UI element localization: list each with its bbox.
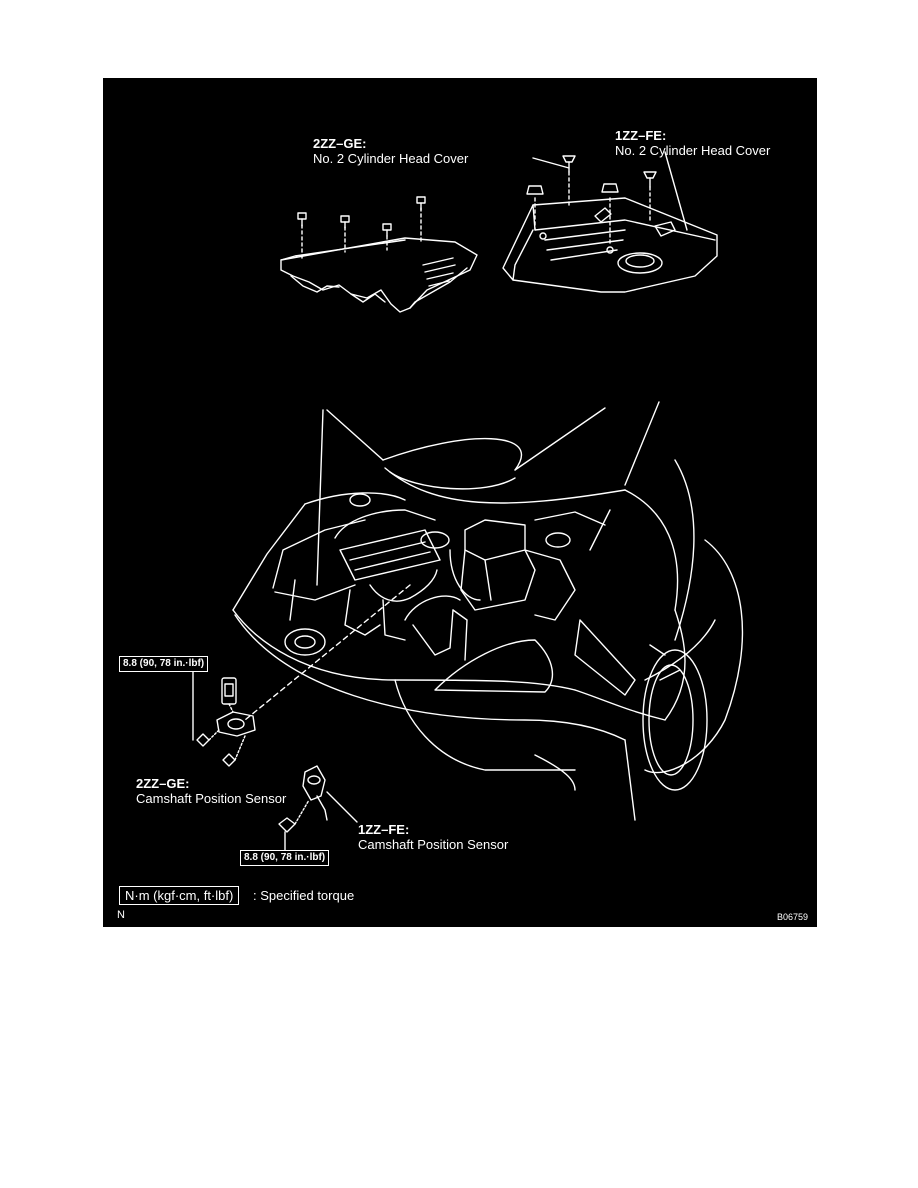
cam-sensor-2zz-code: 2ZZ–GE: [136, 776, 190, 791]
legend-description: : Specified torque [253, 888, 355, 903]
cam-sensor-1zz-drawing [278, 765, 358, 851]
head-cover-2zz-label: 2ZZ–GE: No. 2 Cylinder Head Cover [313, 136, 468, 166]
head-cover-1zz-nuts [526, 155, 657, 195]
legend-unit-box: N·m (kgf·cm, ft·lbf) [119, 886, 240, 905]
head-cover-2zz-drawing [280, 237, 478, 313]
cam-sensor-2zz-name: Camshaft Position Sensor [136, 791, 287, 806]
diagram-frame: 2ZZ–GE: No. 2 Cylinder Head Cover 1ZZ–FE… [103, 78, 817, 927]
head-cover-2zz-code: 2ZZ–GE: [313, 136, 367, 151]
cam-sensor-1zz-code: 1ZZ–FE: [358, 822, 410, 837]
head-cover-2zz-bolts [301, 207, 422, 259]
head-cover-2zz-bolt-heads [297, 196, 426, 237]
cam-sensor-1zz-label: 1ZZ–FE: Camshaft Position Sensor [358, 822, 508, 852]
torque-upper: 8.8 (90, 78 in.·lbf) [119, 656, 209, 672]
figure-id: B06759 [777, 912, 809, 922]
engine-bay-drawing [272, 493, 611, 661]
corner-label: N [117, 909, 125, 921]
cam-sensor-2zz-label: 2ZZ–GE: Camshaft Position Sensor [136, 776, 286, 806]
engine-illustration [192, 151, 744, 851]
torque-lower: 8.8 (90, 78 in.·lbf) [240, 850, 330, 866]
head-cover-1zz-name: No. 2 Cylinder Head Cover [615, 143, 771, 158]
head-cover-1zz-drawing [502, 197, 718, 293]
cam-sensor-2zz-drawing [192, 671, 256, 767]
car-body-drawing [232, 401, 744, 821]
head-cover-2zz-name: No. 2 Cylinder Head Cover [313, 151, 469, 166]
head-cover-1zz-label: 1ZZ–FE: No. 2 Cylinder Head Cover [615, 128, 770, 158]
cam-sensor-1zz-name: Camshaft Position Sensor [358, 837, 509, 852]
head-cover-1zz-code: 1ZZ–FE: [615, 128, 667, 143]
sensor-locator-line [244, 584, 411, 721]
head-cover-1zz-bolts [534, 171, 651, 246]
